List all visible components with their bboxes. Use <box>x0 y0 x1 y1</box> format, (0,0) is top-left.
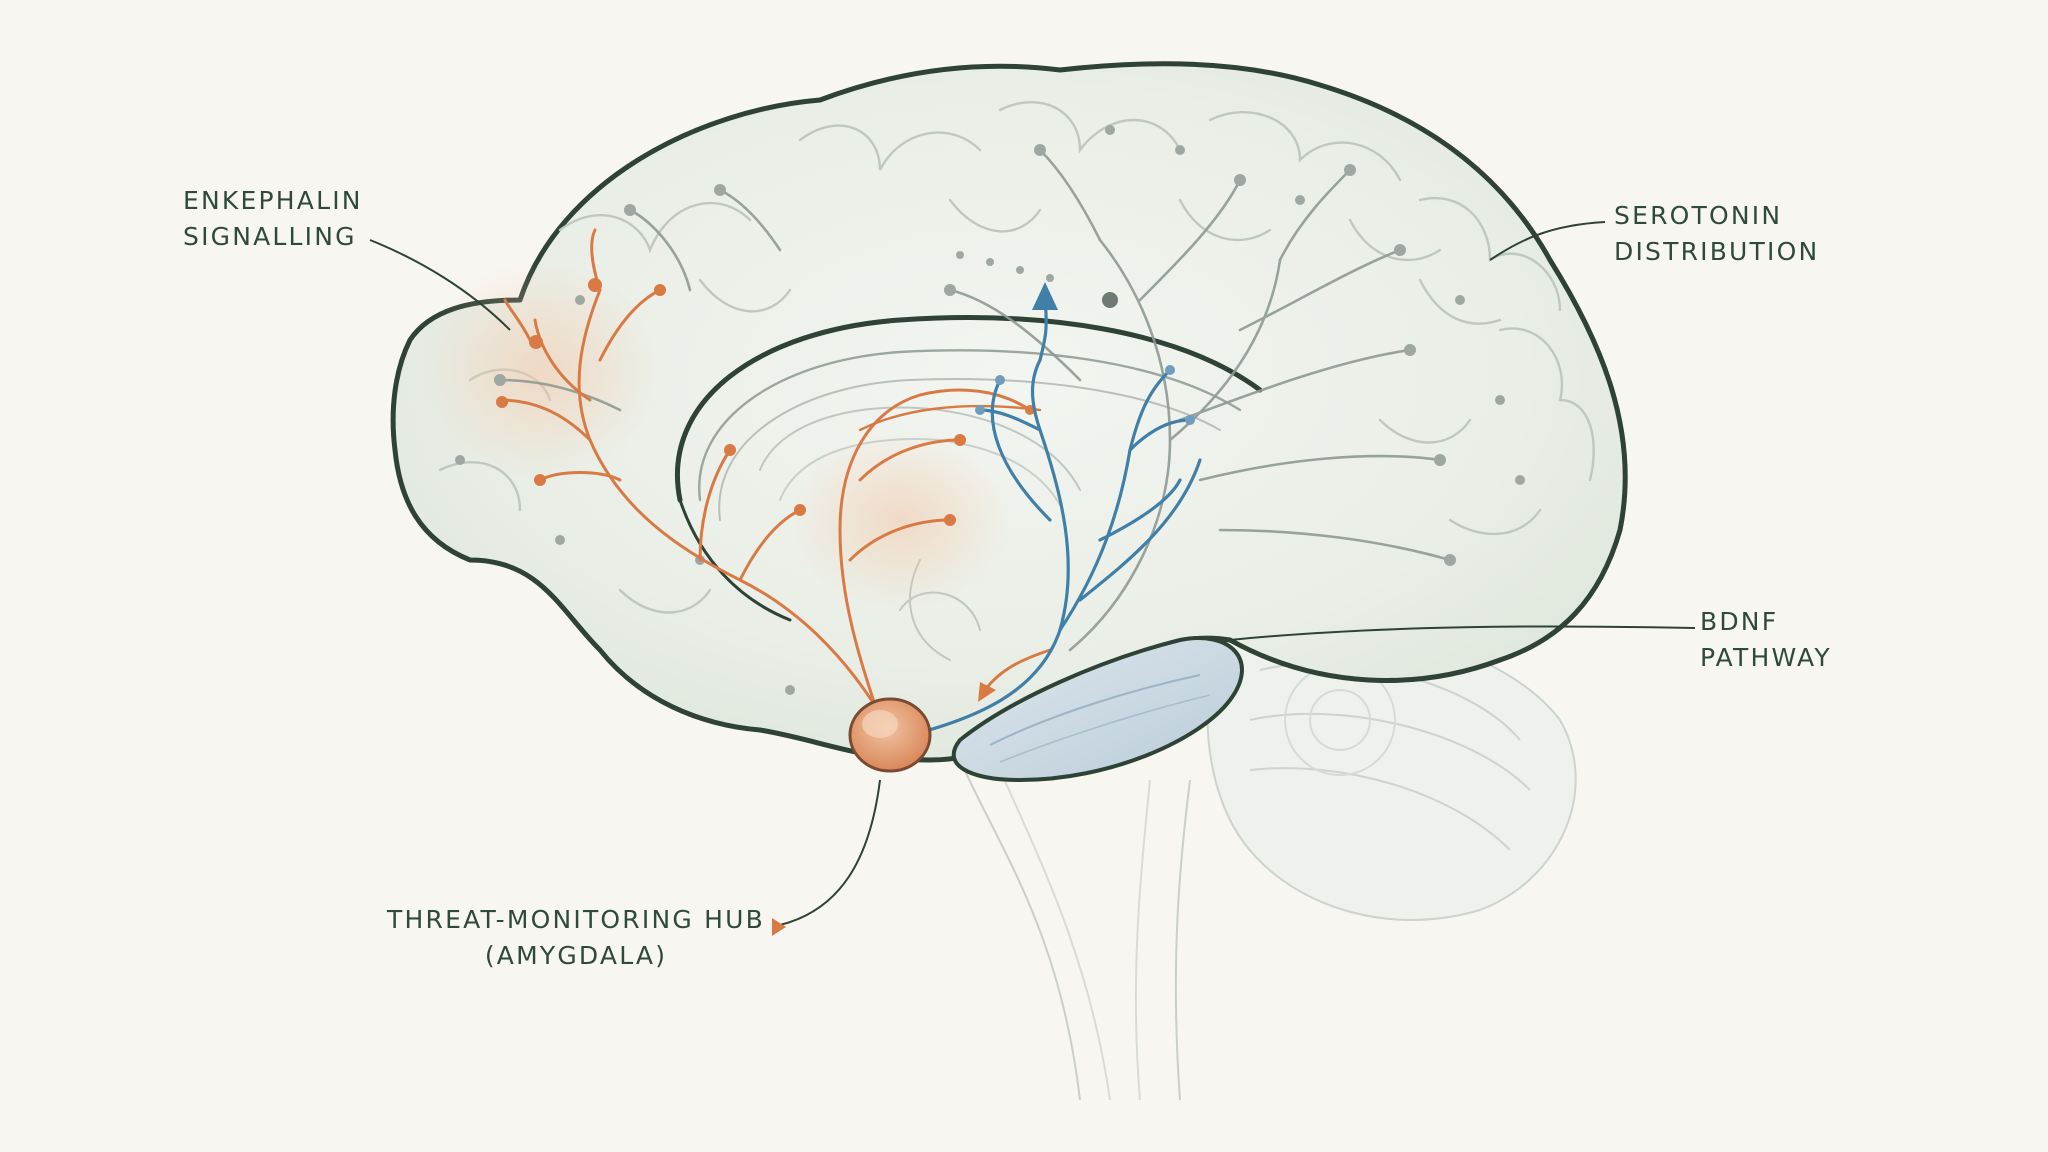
leader-amygdala <box>780 780 880 925</box>
label-enkephalin-signalling: ENKEPHALIN SIGNALLING <box>183 183 363 255</box>
label-bdnf-line1: BDNF <box>1700 604 1832 640</box>
brainstem <box>960 760 1190 1100</box>
label-enkephalin-line1: ENKEPHALIN <box>183 183 363 219</box>
label-bdnf-line2: PATHWAY <box>1700 640 1832 676</box>
label-threat-monitoring-hub: THREAT-MONITORING HUB (AMYGDALA) <box>384 902 768 974</box>
label-amygdala-line2: (AMYGDALA) <box>384 938 768 974</box>
amygdala-pointer-icon <box>772 918 786 936</box>
label-amygdala-line1: THREAT-MONITORING HUB <box>384 902 768 938</box>
label-serotonin-line1: SEROTONIN <box>1614 198 1819 234</box>
label-serotonin-distribution: SEROTONIN DISTRIBUTION <box>1614 198 1819 270</box>
label-enkephalin-line2: SIGNALLING <box>183 219 363 255</box>
label-serotonin-line2: DISTRIBUTION <box>1614 234 1819 270</box>
label-bdnf-pathway: BDNF PATHWAY <box>1700 604 1832 676</box>
